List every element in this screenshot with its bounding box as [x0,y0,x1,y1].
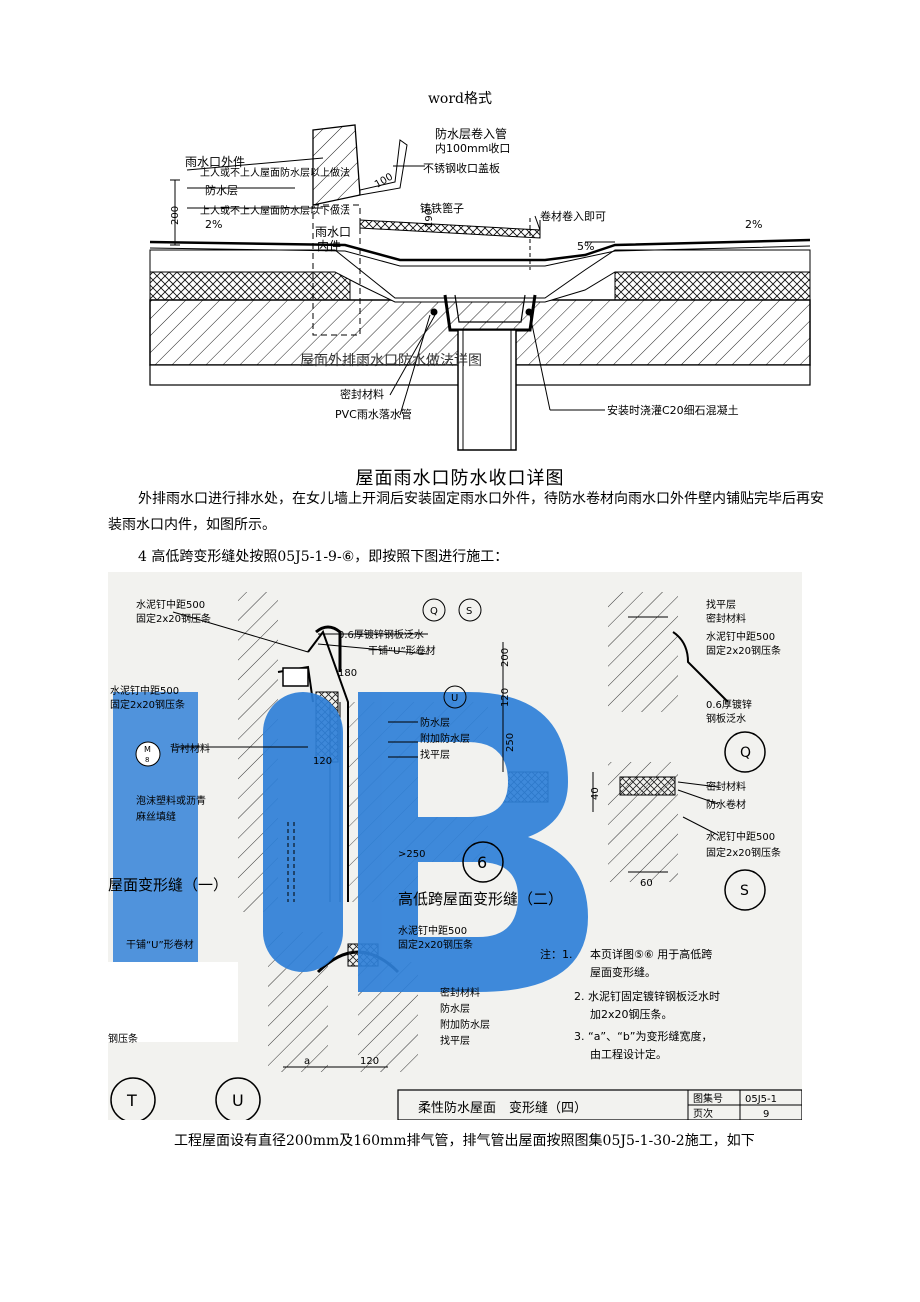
fig2-circle-6: 6 [477,853,487,872]
fig2-right-nail: 水泥钉中距500 [706,630,775,643]
fig2-circle-8: 8 [145,756,149,764]
fig2-lower-steel: 钢压条 [108,1032,138,1045]
fig2-tb-code: 05J5-1 [745,1094,777,1105]
paragraph-drain: 外排雨水口进行排水处，在女儿墙上开洞后安装固定雨水口外件，待防水卷材向雨水口外件… [108,491,824,533]
fig2-right2-membrane: 防水卷材 [706,798,746,811]
fig2-galv: 0.6厚镀锌钢板泛水 [338,628,424,641]
fig2-dim-120v: 120 [500,688,511,707]
label-outlet-inner-2: 内件 [317,239,341,253]
label-slope-5: 5% [577,240,594,253]
label-sealant: 密封材料 [340,387,384,401]
label-roll-membrane: 卷材卷入即可 [540,209,606,223]
page-header: word格式 [427,91,493,107]
fig2-circle-s-big: S [740,883,749,899]
fig2-foam-2: 麻丝填缝 [136,810,176,823]
fig2-note2a: 2. 水泥钉固定镀锌钢板泛水时 [574,989,720,1003]
fig2-right-galv-2: 钢板泛水 [706,712,746,725]
fig2-dim-250h: >250 [398,849,425,860]
label-outlet-outer: 雨水口外件 [185,155,245,169]
fig2-lower-strip: 固定2x20钢压条 [398,938,473,951]
label-install-concrete: 安装时浇灌C20细石混凝土 [607,403,739,417]
fig2-circle-s: S [466,606,472,617]
fig2-note-head: 注：1. [540,947,573,961]
fig2-tb-num: 9 [763,1109,769,1120]
fig2-waterproof: 防水层 [420,716,450,729]
fig2-right-leveling: 找平层 [706,598,736,611]
fig2-title-two: 高低跨屋面变形缝（二） [398,890,563,908]
fig2-lower-dry-u: 干铺“U”形卷材 [126,938,194,951]
fig2-tb-title: 柔性防水屋面 变形缝（四） [418,1100,587,1116]
fig2-lower-add: 附加防水层 [440,1018,490,1031]
fig2-add-waterproof: 附加防水层 [420,732,470,745]
fig2-leveling: 找平层 [420,748,450,761]
expansion-joint-drawing: 水泥钉中距500 固定2x20钢压条 Q S 0.6厚镀锌钢板泛水 干铺“U”形… [108,572,802,1120]
fig2-note3b: 由工程设计定。 [590,1047,667,1061]
fig2-note3a: 3. “a”、“b”为变形缝宽度， [574,1029,713,1043]
label-stainless-cover: 不锈钢收口盖板 [423,161,500,175]
label-waterproof-layer: 防水层 [205,183,238,197]
overlay-title: 屋面外排雨水口防水做法详图 [300,353,482,369]
fig2-right2-nail: 水泥钉中距500 [706,830,775,843]
fig2-tb-page: 页次 [693,1107,713,1120]
fig2-right-sealant: 密封材料 [706,612,746,625]
label-cast-grate: 铸铁篦子 [420,201,464,215]
label-below-waterproof: 上人或不上人屋面防水层以下做法 [200,204,350,217]
label-dim-190: 190 [424,209,435,228]
fig2-lower-leveling: 找平层 [440,1034,470,1047]
fig2-dim-250v: 250 [505,733,516,752]
fig2-dim-120h: 120 [313,756,332,767]
paragraph-vent-pipes: 工程屋面设有直径200mm及160mm排气管，排气管出屋面按照图集05J5-1-… [174,1133,755,1149]
fig2-note2b: 加2x20钢压条。 [590,1007,673,1021]
fig2-dry-u: 干铺“U”形卷材 [368,644,436,657]
label-roll-into-pipe: 防水层卷入管 [435,126,507,141]
fig2-dim-180: 180 [338,668,357,679]
fig2-circle-q: Q [430,606,438,617]
fig2-circle-m: M [144,745,151,754]
fig2-foam-1: 泡沫塑料或沥青 [136,794,206,807]
label-above-waterproof: 上人或不上人屋面防水层以上做法 [200,166,350,179]
label-outlet-inner-1: 雨水口 [315,225,351,239]
fig2-lower-waterproof: 防水层 [440,1002,470,1015]
label-slope-right: 2% [745,218,762,231]
fig2-nail-b: 水泥钉中距500 [110,684,179,697]
fig2-right-strip: 固定2x20钢压条 [706,644,781,657]
fig2-strip-a: 固定2x20钢压条 [136,612,211,625]
fig2-dim-120b: 120 [360,1056,379,1067]
fig2-tb-atlas: 图集号 [693,1092,723,1105]
fig2-note1b: 屋面变形缝。 [590,965,656,979]
label-inner-100: 内100mm收口 [435,141,510,155]
fig2-strip-b: 固定2x20钢压条 [110,698,185,711]
fig2-right2-strip: 固定2x20钢压条 [706,846,781,859]
fig2-circle-u2: U [232,1091,244,1110]
fig2-dim-200: 200 [500,648,511,667]
fig2-backing: 背衬材料 [170,742,210,755]
fig2-circle-q-big: Q [740,745,751,761]
fig2-circle-u: U [451,693,458,704]
label-pvc-pipe: PVC雨水落水管 [335,407,412,421]
fig2-lower-sealant: 密封材料 [440,986,480,999]
label-dim-200: 200 [170,206,181,225]
fig2-dim-a: a [304,1056,310,1067]
fig2-right-galv-1: 0.6厚镀锌 [706,698,752,711]
fig2-nail-a: 水泥钉中距500 [136,598,205,611]
fig2-lower-nail: 水泥钉中距500 [398,924,467,937]
fig2-title-one: 屋面变形缝（一） [108,876,228,894]
fig2-circle-t: T [126,1091,137,1110]
roof-drain-detail-drawing: 防水层卷入管 内100mm收口 不锈钢收口盖板 雨水口外件 上人或不上人屋面防水… [149,124,811,451]
fig2-dim-40: 40 [590,787,601,800]
figure1-caption: 屋面雨水口防水收口详图 [355,468,565,489]
label-slope-left: 2% [205,218,222,231]
fig2-right2-sealant: 密封材料 [706,780,746,793]
fig2-note1a: 本页详图⑤⑥ 用于高低跨 [590,947,712,961]
paragraph-step-4: 4 高低跨变形缝处按照05J5-1-9-⑥，即按照下图进行施工： [138,549,509,565]
fig2-dim-60: 60 [640,878,653,889]
